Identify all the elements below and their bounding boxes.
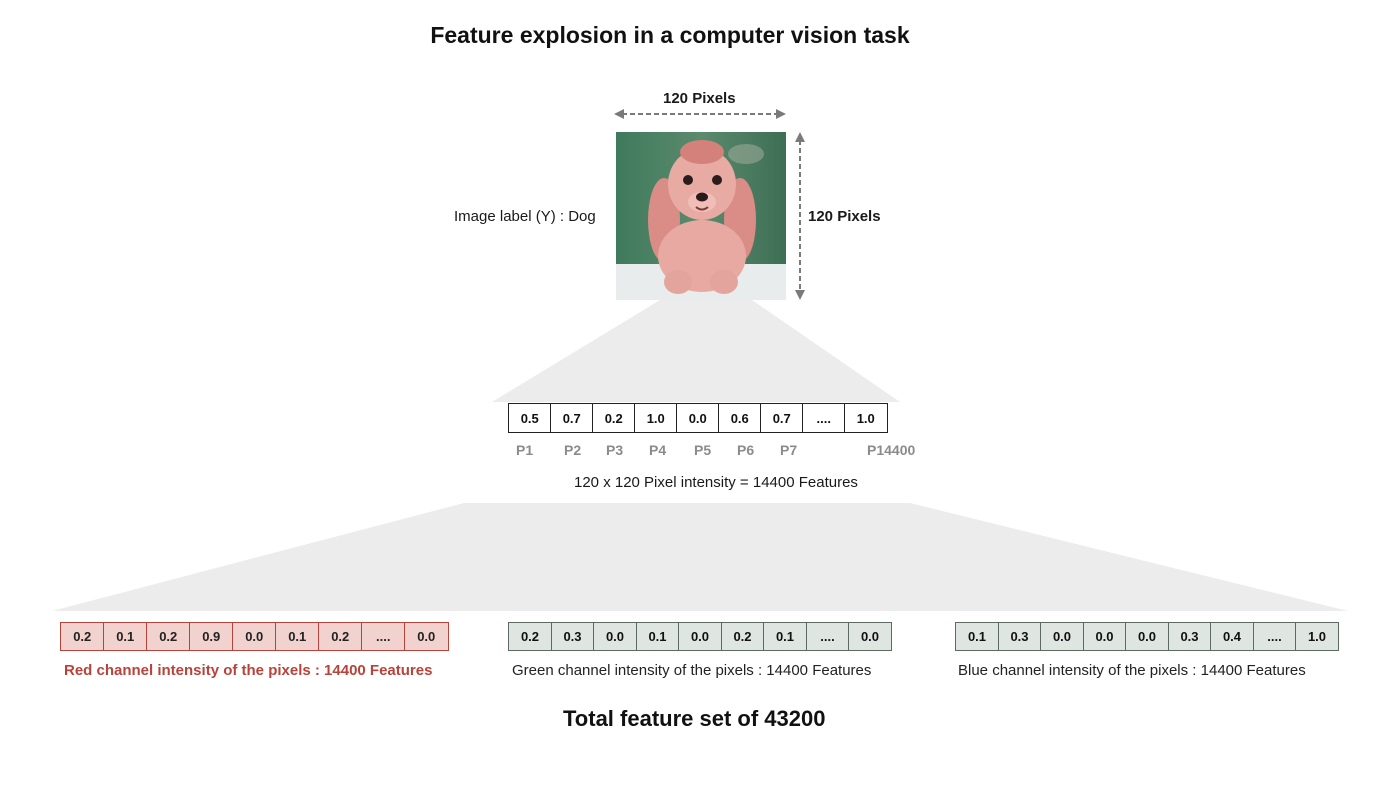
pixel-cell: 0.7 <box>550 403 594 433</box>
total-feature-caption: Total feature set of 43200 <box>563 706 826 731</box>
green-cell: 0.2 <box>508 622 552 651</box>
pixel-cell: 1.0 <box>634 403 678 433</box>
green-cell: 0.1 <box>763 622 807 651</box>
blue-channel-vector: 0.1 0.3 0.0 0.0 0.0 0.3 0.4 .... 1.0 <box>955 622 1339 651</box>
blue-cell: 1.0 <box>1295 622 1339 651</box>
width-arrow <box>614 109 786 119</box>
height-arrow <box>795 132 805 300</box>
blue-cell: 0.3 <box>1167 622 1212 651</box>
green-cell: 0.0 <box>678 622 722 651</box>
green-cell: 0.2 <box>720 622 765 651</box>
pixel-cell: 0.7 <box>760 403 804 433</box>
pixel-label: P3 <box>606 442 624 458</box>
pixel-label: P7 <box>780 442 798 458</box>
red-cell: 0.9 <box>189 622 234 651</box>
pixel-vector: 0.5 0.7 0.2 1.0 0.0 0.6 0.7 .... 1.0 <box>508 403 888 433</box>
green-cell-ellipsis: .... <box>805 622 850 651</box>
image-label: Image label (Y) : Dog <box>454 208 596 225</box>
blue-channel-caption: Blue channel intensity of the pixels : 1… <box>958 662 1306 679</box>
pixel-label: P4 <box>649 442 667 458</box>
page-title: Feature explosion in a computer vision t… <box>430 22 910 48</box>
pixel-cell: 0.0 <box>676 403 720 433</box>
red-cell: 0.1 <box>103 622 148 651</box>
blue-cell: 0.1 <box>955 622 999 651</box>
green-channel-vector: 0.2 0.3 0.0 0.1 0.0 0.2 0.1 .... 0.0 <box>508 622 892 651</box>
green-channel-caption: Green channel intensity of the pixels : … <box>512 662 872 679</box>
red-cell: 0.2 <box>60 622 105 651</box>
bottom-funnel <box>52 503 1348 611</box>
green-cell: 0.0 <box>593 622 637 651</box>
pixel-cell: 0.5 <box>508 403 552 433</box>
red-cell: 0.0 <box>404 622 449 651</box>
pixel-label: P6 <box>737 442 755 458</box>
width-label: 120 Pixels <box>663 90 736 107</box>
pixel-cell: 0.6 <box>718 403 762 433</box>
blue-cell: 0.0 <box>1125 622 1169 651</box>
pixel-label: P2 <box>564 442 582 458</box>
pixel-cell: 0.2 <box>592 403 636 433</box>
height-label: 120 Pixels <box>808 208 881 225</box>
red-cell: 0.2 <box>146 622 191 651</box>
red-channel-vector: 0.2 0.1 0.2 0.9 0.0 0.1 0.2 .... 0.0 <box>60 622 449 651</box>
green-cell: 0.0 <box>848 622 892 651</box>
dog-photo <box>616 132 786 300</box>
pixel-label: P14400 <box>867 442 916 458</box>
green-cell: 0.3 <box>550 622 595 651</box>
pixel-cell-ellipsis: .... <box>802 403 846 433</box>
pixel-label: P5 <box>694 442 712 458</box>
blue-cell: 0.4 <box>1210 622 1254 651</box>
blue-cell-ellipsis: .... <box>1252 622 1297 651</box>
top-funnel <box>492 300 900 402</box>
pixel-caption: 120 x 120 Pixel intensity = 14400 Featur… <box>574 474 858 491</box>
green-cell: 0.1 <box>635 622 680 651</box>
pixel-label: P1 <box>516 442 534 458</box>
red-cell: 0.2 <box>318 622 363 651</box>
red-cell: 0.1 <box>275 622 320 651</box>
blue-cell: 0.3 <box>997 622 1042 651</box>
pixel-cell: 1.0 <box>844 403 888 433</box>
red-cell: 0.0 <box>232 622 277 651</box>
blue-cell: 0.0 <box>1082 622 1127 651</box>
red-channel-caption: Red channel intensity of the pixels : 14… <box>64 662 433 679</box>
blue-cell: 0.0 <box>1040 622 1084 651</box>
red-cell-ellipsis: .... <box>361 622 406 651</box>
